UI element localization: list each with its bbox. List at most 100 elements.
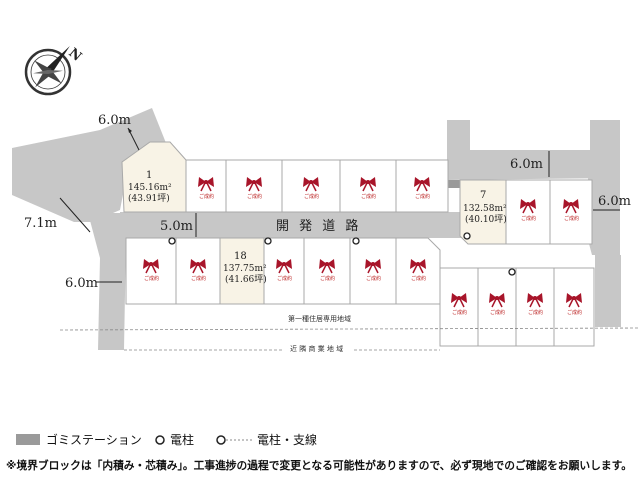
- lot-12[interactable]: [263, 237, 305, 305]
- utility-pole-icon: [264, 237, 272, 245]
- road-width-right: 6.0m: [598, 194, 631, 209]
- zone-label-residential-box: [284, 312, 354, 323]
- lot-13[interactable]: [303, 237, 351, 305]
- dimension-line-left-mid: [59, 197, 91, 233]
- sold-label: ご成約: [415, 193, 430, 200]
- lot-18[interactable]: [219, 237, 265, 305]
- lot-20[interactable]: [553, 267, 595, 347]
- legend-garbage-station-label: ゴミステーション: [46, 432, 142, 447]
- zone-label-commercial: 近 隣 商 業 地 域: [290, 344, 343, 353]
- garbage-station-marker: [448, 180, 460, 188]
- legend-garbage-station-swatch: [16, 434, 40, 445]
- sold-label: ご成約: [521, 215, 536, 222]
- sold-label: ご成約: [567, 309, 582, 316]
- lot-6[interactable]: [395, 159, 449, 213]
- sold-ribbon-icon: [566, 293, 582, 308]
- lot-8[interactable]: [505, 179, 551, 245]
- road-width-left-mid: 7.1m: [24, 216, 57, 231]
- lot-16[interactable]: [439, 267, 479, 347]
- sold-label: ご成約: [191, 275, 206, 282]
- sold-label: ご成約: [304, 193, 319, 200]
- sold-marks: ご成約ご成約ご成約ご成約ご成約ご成約ご成約ご成約ご成約ご成約ご成約ご成約ご成約ご…: [143, 177, 582, 316]
- sold-label: ご成約: [277, 275, 292, 282]
- sold-ribbon-icon: [520, 199, 536, 214]
- sold-label: ご成約: [361, 193, 376, 200]
- lot-3[interactable]: [225, 159, 283, 213]
- lot-7[interactable]: [459, 179, 507, 245]
- lot-14[interactable]: [349, 237, 397, 305]
- sold-ribbon-icon: [414, 177, 430, 192]
- utility-pole-icon: [463, 232, 471, 240]
- zone-boundary-line: [59, 327, 640, 331]
- lot-2[interactable]: [185, 159, 227, 213]
- sold-ribbon-icon: [365, 259, 381, 274]
- lot-row-middle: [125, 237, 441, 305]
- legend-utility-pole-icon: [155, 435, 165, 445]
- sold-label: ご成約: [490, 309, 505, 316]
- boundary-note: ※境界ブロックは「内積み・芯積み」。工事進捗の過程で変更となる可能性がありますの…: [6, 458, 632, 472]
- lot-15[interactable]: [395, 237, 441, 305]
- lot-11[interactable]: [175, 237, 221, 305]
- lot-19[interactable]: [515, 267, 555, 347]
- sold-label: ご成約: [528, 309, 543, 316]
- lot-7-area-tsubo: (40.10坪): [465, 214, 507, 225]
- lot-10[interactable]: [125, 237, 177, 305]
- right-lower-road: [595, 255, 621, 327]
- lot-18-area-tsubo: (41.66坪): [225, 274, 267, 285]
- sold-ribbon-icon: [276, 259, 292, 274]
- lot-18-number: 18: [234, 251, 247, 262]
- utility-pole-icon: [352, 237, 360, 245]
- sold-ribbon-icon: [303, 177, 319, 192]
- road-name: 開 発 道 路: [276, 218, 361, 234]
- lot-9[interactable]: [549, 179, 593, 245]
- road-width-upper-left: 6.0m: [98, 113, 131, 128]
- legend: ゴミステーション 電柱 電柱・支線: [16, 432, 317, 447]
- sold-ribbon-icon: [527, 293, 543, 308]
- sold-ribbon-icon: [410, 259, 426, 274]
- sold-label: ご成約: [144, 275, 159, 282]
- lot-1-number: 1: [146, 170, 152, 181]
- lot-5[interactable]: [339, 159, 397, 213]
- sold-ribbon-icon: [489, 293, 505, 308]
- lot-row-bottom: [439, 267, 595, 347]
- lot-7-area-m2: 132.58m²: [463, 204, 507, 214]
- road-width-upper-right: 6.0m: [510, 157, 543, 172]
- sold-ribbon-icon: [360, 177, 376, 192]
- utility-pole-icon: [508, 268, 516, 276]
- lot-7-number: 7: [480, 190, 486, 201]
- sold-label: ご成約: [320, 275, 335, 282]
- lot-17[interactable]: [477, 267, 517, 347]
- lot-18-area-m2: 137.75m²: [223, 264, 267, 274]
- sold-label: ご成約: [452, 309, 467, 316]
- lot-4[interactable]: [281, 159, 341, 213]
- sold-ribbon-icon: [563, 199, 579, 214]
- sold-label: ご成約: [564, 215, 579, 222]
- legend-pole-guy-label: 電柱・支線: [257, 432, 317, 447]
- sold-label: ご成約: [199, 193, 214, 200]
- lot-row-top: [121, 141, 593, 245]
- upper-left-road: [12, 108, 168, 222]
- right-road: [588, 178, 620, 255]
- utility-poles: [168, 232, 516, 276]
- zone-label-commercial-box: [284, 342, 354, 353]
- main-road: [120, 194, 470, 238]
- zone-label-residential: 第一種住居専用地域: [288, 314, 351, 323]
- utility-pole-icon: [168, 237, 176, 245]
- sold-ribbon-icon: [319, 259, 335, 274]
- lot-1-area-m2: 145.16m²: [128, 183, 172, 193]
- compass-icon: N: [24, 46, 84, 96]
- upper-right-road: [447, 120, 620, 180]
- dimension-marks: [59, 127, 620, 283]
- sold-ribbon-icon: [190, 259, 206, 274]
- legend-pole-guy-icon: [216, 435, 226, 445]
- lot-1-area-tsubo: (43.91坪): [128, 193, 170, 204]
- sold-ribbon-icon: [451, 293, 467, 308]
- road-width-main: 5.0m: [160, 219, 193, 234]
- sold-ribbon-icon: [143, 259, 159, 274]
- legend-utility-pole-label: 電柱: [170, 432, 194, 447]
- sold-label: ご成約: [411, 275, 426, 282]
- sold-ribbon-icon: [246, 177, 262, 192]
- road-width-lower-left: 6.0m: [65, 276, 98, 291]
